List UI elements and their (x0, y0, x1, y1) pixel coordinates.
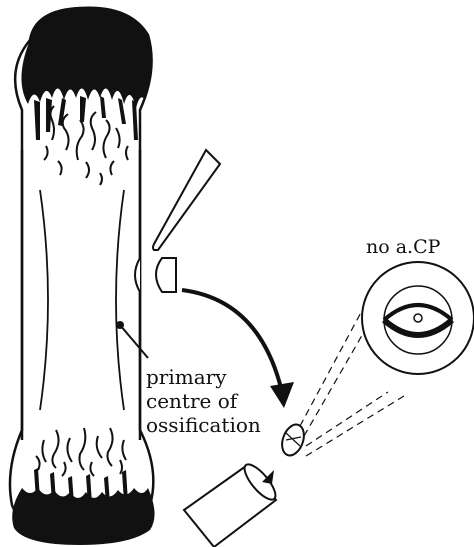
microscope-objective-icon (184, 422, 308, 547)
bottom-epiphysis (12, 488, 154, 545)
no-acp-label: no a.CP (366, 236, 441, 258)
top-epiphysis (21, 8, 152, 108)
magnified-view-icon (362, 262, 474, 374)
scalpel-icon (153, 150, 220, 250)
primary-centre-label-line2: centre of (146, 389, 239, 413)
long-bone-icon (10, 8, 155, 545)
primary-centre-label-line1: primary (146, 365, 227, 389)
explant-section-icon (156, 258, 176, 292)
primary-centre-label-line3: ossification (146, 413, 261, 437)
